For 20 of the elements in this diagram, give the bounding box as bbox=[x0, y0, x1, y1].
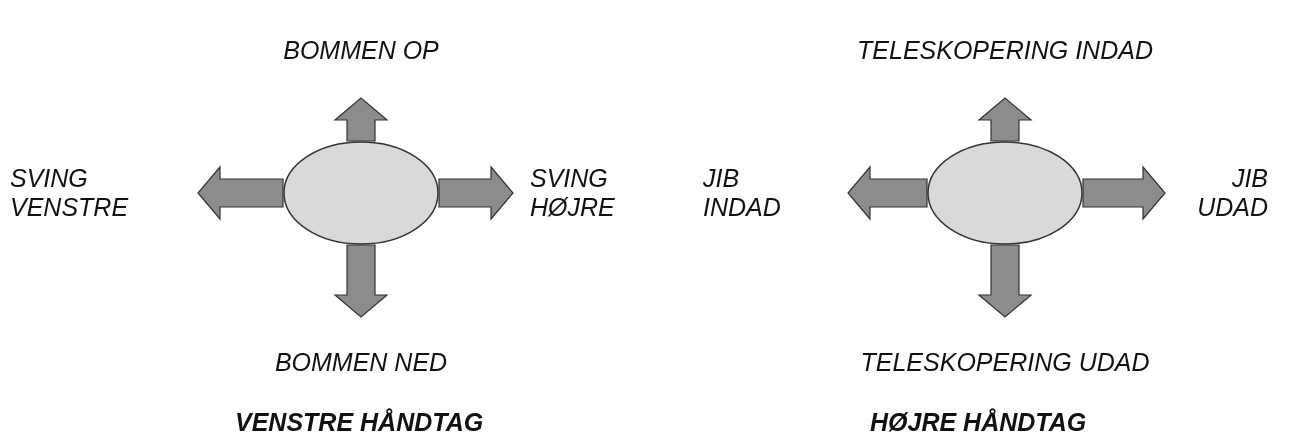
block-arrow bbox=[847, 165, 928, 221]
block-arrow bbox=[197, 165, 284, 221]
direction-label: TELESKOPERING UDAD bbox=[860, 348, 1150, 377]
block-arrow bbox=[1082, 165, 1166, 221]
block-arrow bbox=[438, 165, 514, 221]
block-arrow bbox=[977, 244, 1033, 318]
direction-label: JIB UDAD bbox=[1196, 164, 1268, 222]
direction-label: JIB INDAD bbox=[703, 164, 782, 222]
block-arrow bbox=[977, 97, 1033, 142]
oval-shape bbox=[927, 141, 1083, 245]
direction-label: SVING HØJRE bbox=[530, 164, 616, 222]
panel-caption: VENSTRE HÅNDTAG bbox=[235, 408, 484, 437]
direction-label: BOMMEN OP bbox=[283, 36, 439, 65]
direction-label: TELESKOPERING INDAD bbox=[857, 36, 1153, 65]
direction-label: BOMMEN NED bbox=[274, 348, 448, 377]
oval-shape bbox=[283, 141, 439, 245]
direction-label: SVING VENSTRE bbox=[10, 164, 130, 222]
block-arrow bbox=[333, 97, 389, 142]
block-arrow bbox=[333, 244, 389, 318]
panel-caption: HØJRE HÅNDTAG bbox=[870, 408, 1087, 437]
